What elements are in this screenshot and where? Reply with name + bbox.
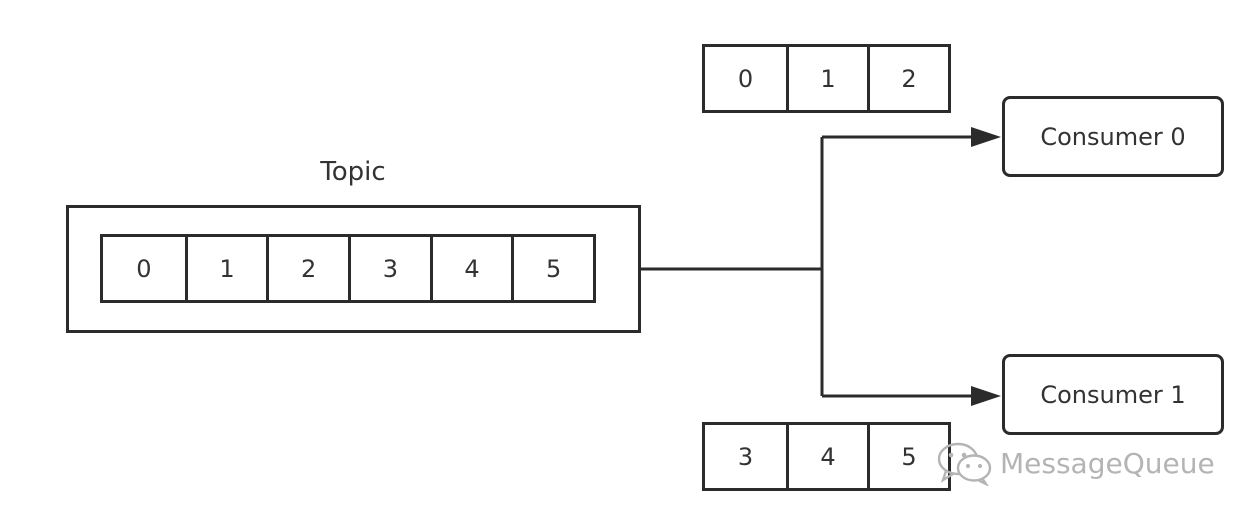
topic-queue-row: 0 1 2 3 4 5 <box>100 234 596 303</box>
arrowhead-consumer-1 <box>971 386 1001 406</box>
topic-queue-cell: 4 <box>429 237 512 300</box>
consumer-1-queue-cell: 5 <box>866 425 948 488</box>
wechat-icon <box>937 442 992 486</box>
consumer-0-box: Consumer 0 <box>1002 96 1224 177</box>
consumer-0-queue-cell: 0 <box>737 64 754 93</box>
consumer-1-queue-row: 3 4 5 <box>702 422 951 491</box>
arrowhead-consumer-0 <box>971 127 1001 147</box>
consumer-0-queue-cell: 1 <box>785 47 867 110</box>
topic-queue-cell: 0 <box>136 254 152 283</box>
consumer-1-queue-cell: 4 <box>785 425 867 488</box>
topic-queue-cell: 2 <box>266 237 348 300</box>
consumer-0-queue-cell: 2 <box>866 47 948 110</box>
topic-queue-cell: 1 <box>184 237 267 300</box>
topic-queue-cell: 5 <box>511 237 593 300</box>
consumer-0-queue-row: 0 1 2 <box>702 44 951 113</box>
topic-label: Topic <box>320 157 386 187</box>
topic-box <box>66 205 641 333</box>
topic-queue-cell: 3 <box>348 237 430 300</box>
consumer-1-queue-cell: 3 <box>737 442 754 471</box>
consumer-1-box: Consumer 1 <box>1002 354 1224 435</box>
watermark-text: MessageQueue <box>1000 446 1215 480</box>
watermark: MessageQueue <box>936 440 1215 486</box>
